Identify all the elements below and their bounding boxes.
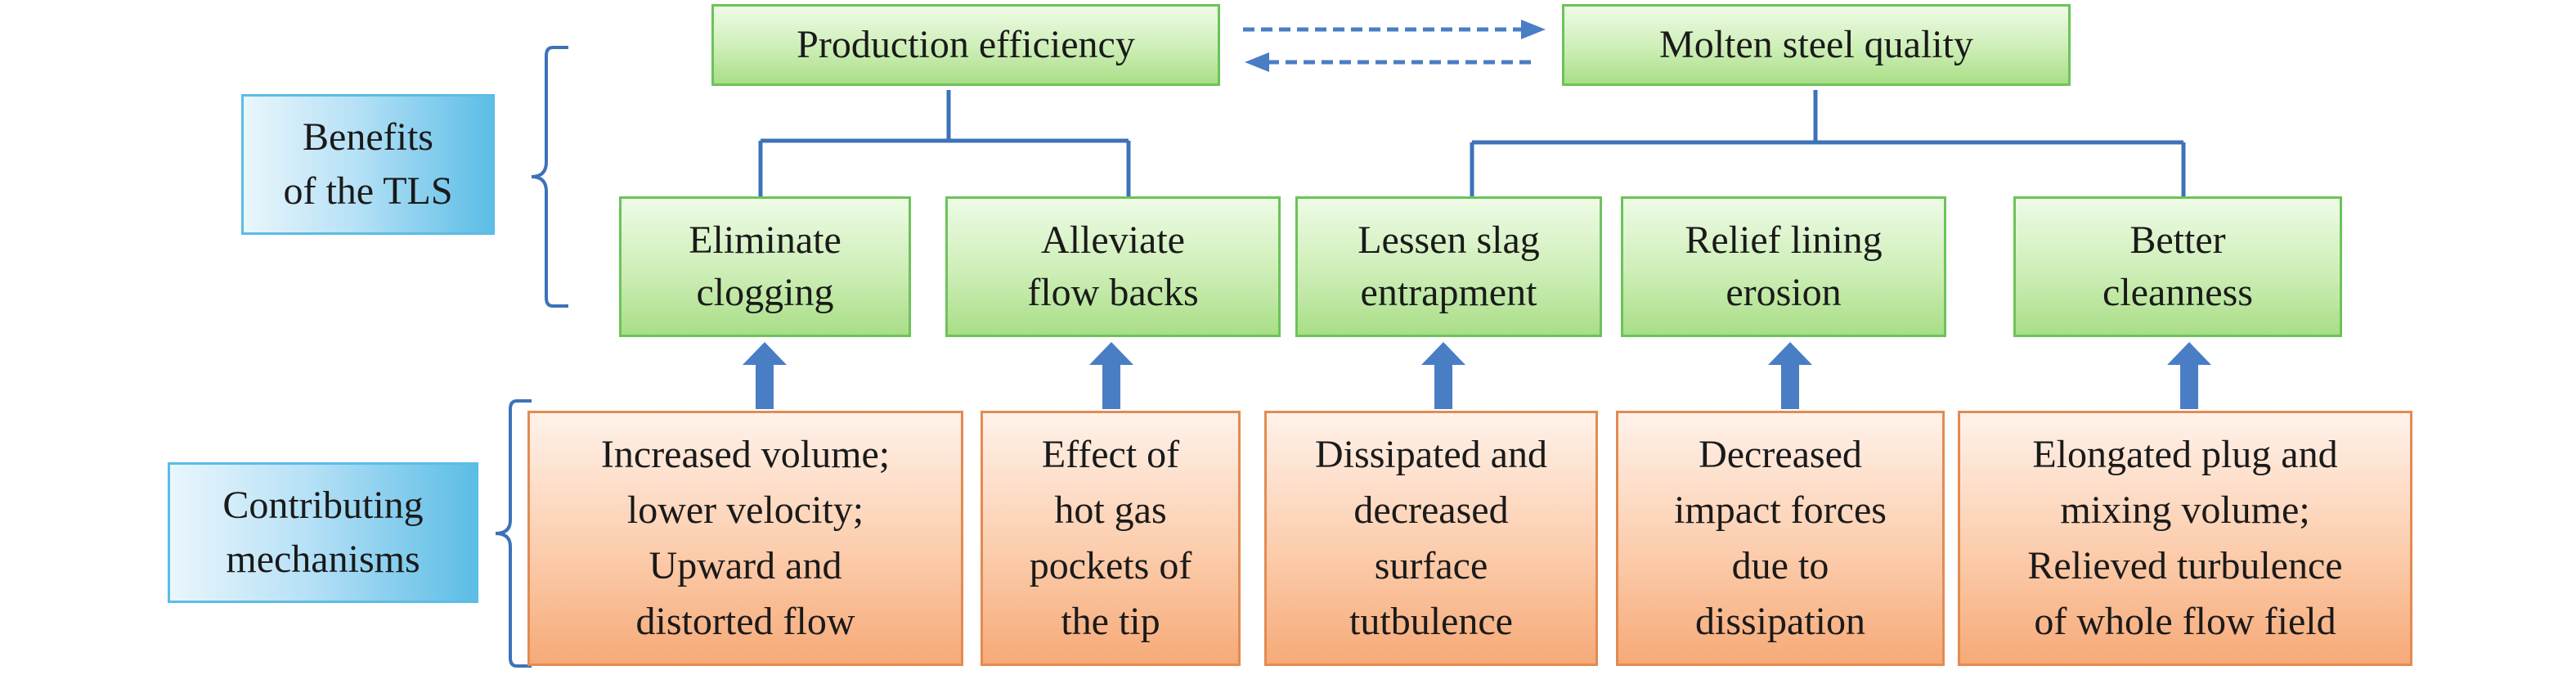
up-arrow xyxy=(1421,342,1465,409)
mechanism-box-volume-velocity: Increased volume; lower velocity; Upward… xyxy=(527,411,963,666)
benefit-label: Relief lining erosion xyxy=(1685,218,1883,314)
benefits-section-label: Benefits of the TLS xyxy=(241,94,495,235)
dashed-exchange-arrows xyxy=(1243,20,1546,72)
up-arrow xyxy=(1089,342,1133,409)
up-arrows xyxy=(743,342,2211,409)
benefit-box-relief-lining-erosion: Relief lining erosion xyxy=(1621,196,1946,337)
production-efficiency-label: Production efficiency xyxy=(797,23,1135,66)
mechanism-label: Elongated plug and mixing volume; Reliev… xyxy=(2027,433,2343,643)
up-arrow xyxy=(2167,342,2211,409)
benefit-label: Better cleanness xyxy=(2103,218,2253,314)
benefit-box-eliminate-clogging: Eliminate clogging xyxy=(619,196,911,337)
benefits-section-text: Benefits of the TLS xyxy=(283,115,453,213)
production-efficiency-box: Production efficiency xyxy=(711,4,1220,86)
mechanism-label: Increased volume; lower velocity; Upward… xyxy=(600,433,891,643)
mechanism-box-hot-gas-pockets: Effect of hot gas pockets of the tip xyxy=(981,411,1241,666)
molten-steel-quality-label: Molten steel quality xyxy=(1659,23,1973,66)
benefits-bracket xyxy=(531,46,568,308)
up-arrow xyxy=(1768,342,1812,409)
benefit-box-better-cleanness: Better cleanness xyxy=(2013,196,2342,337)
benefit-box-lessen-slag-entrapment: Lessen slag entrapment xyxy=(1295,196,1602,337)
mechanism-box-surface-turbulence: Dissipated and decreased surface tutbule… xyxy=(1264,411,1598,666)
mechanism-label: Dissipated and decreased surface tutbule… xyxy=(1315,433,1547,643)
benefit-box-alleviate-flow-backs: Alleviate flow backs xyxy=(945,196,1281,337)
mechanism-label: Effect of hot gas pockets of the tip xyxy=(1029,433,1192,643)
benefit-label: Lessen slag entrapment xyxy=(1358,218,1540,314)
benefit-label: Eliminate clogging xyxy=(689,218,841,314)
mechanism-label: Decreased impact forces due to dissipati… xyxy=(1674,433,1887,643)
up-arrow xyxy=(743,342,787,409)
tree-connectors xyxy=(758,90,2186,196)
molten-steel-quality-box: Molten steel quality xyxy=(1562,4,2071,86)
mechanism-box-impact-forces: Decreased impact forces due to dissipati… xyxy=(1616,411,1945,666)
benefit-label: Alleviate flow backs xyxy=(1027,218,1199,314)
mechanisms-section-text: Contributing mechanisms xyxy=(222,484,424,581)
mechanism-box-plug-mixing-volume: Elongated plug and mixing volume; Reliev… xyxy=(1958,411,2412,666)
mechanisms-section-label: Contributing mechanisms xyxy=(168,462,478,603)
mechanisms-bracket xyxy=(495,399,532,668)
